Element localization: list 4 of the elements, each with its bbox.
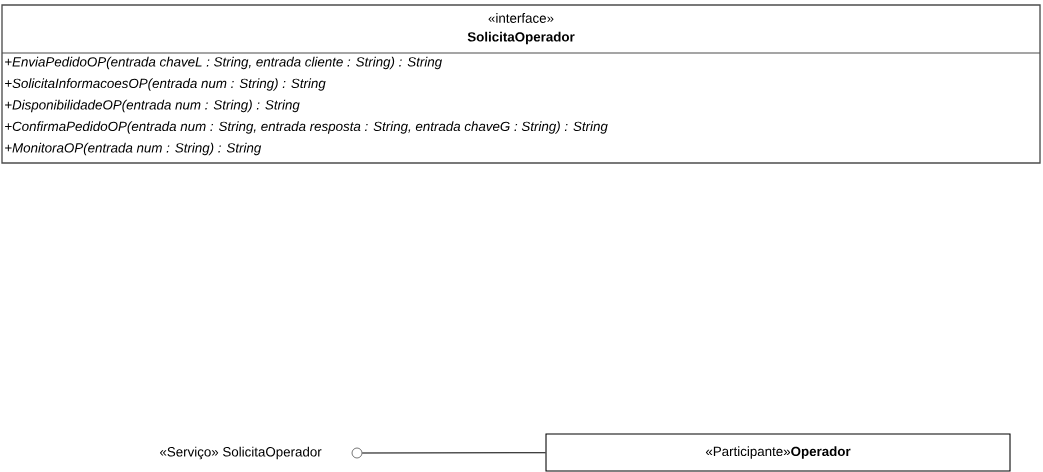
- connector-line: [361, 452, 546, 454]
- interface-class-box: «interface» SolicitaOperador +EnviaPedidoOP(entrada chaveL : String, entrada cliente : String) : String +SolicitaInformacoesOP(entrada num : String) : String +DisponibilidadeOP(entrada num : String) : String +ConfirmaPedidoOP(entrada num : String, entrada resposta : String, entrada chaveG : String) : String +MonitoraOP(entrada num : String) : String: [1, 4, 1041, 164]
- port-label: «Serviço» SolicitaOperador: [159, 446, 322, 460]
- participant-box: «Participante»Operador: [545, 433, 1011, 472]
